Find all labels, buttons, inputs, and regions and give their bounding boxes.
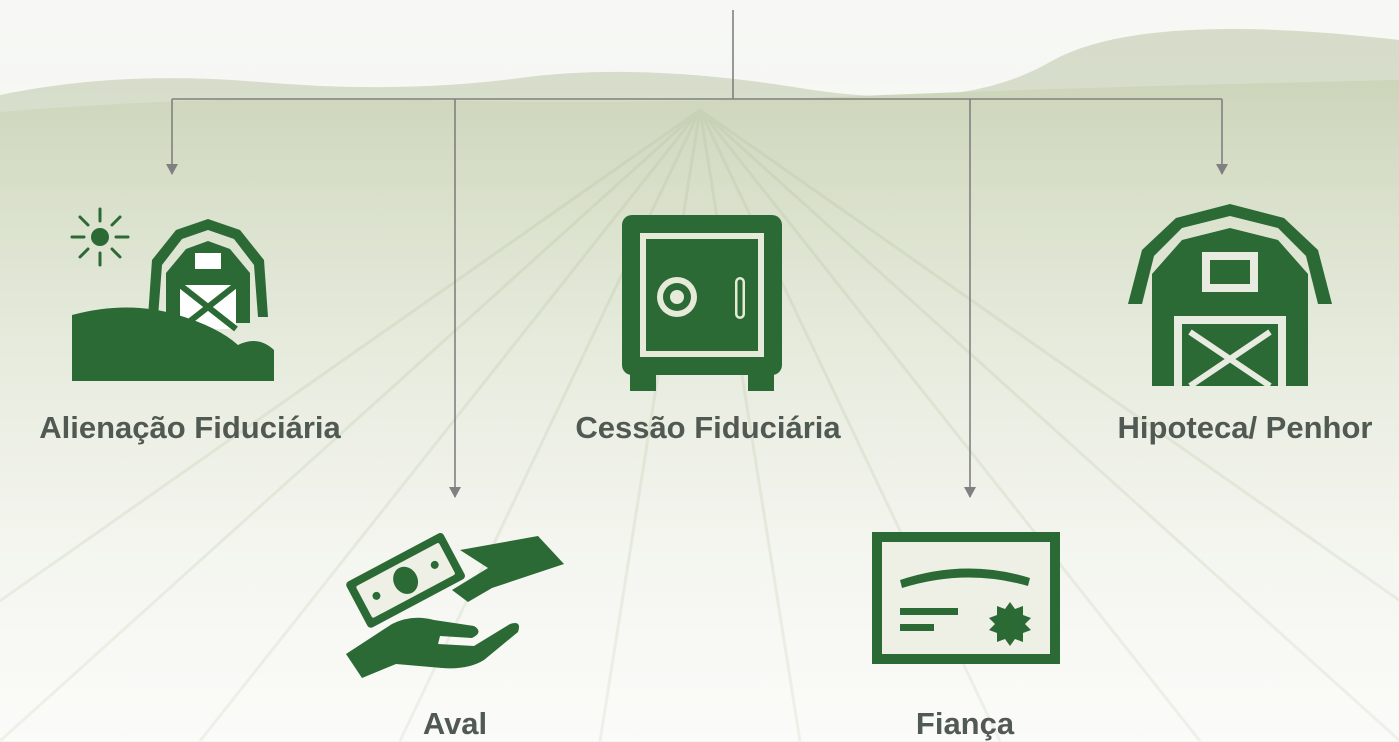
label-aval: Aval [422,706,488,741]
label-fianca: Fiança [915,706,1015,741]
safe-icon [622,215,782,391]
label-hipoteca-penhor: Hipoteca/ Penhor [1117,410,1373,445]
certificate-icon [872,532,1060,664]
farm-sun-barn-icon [70,207,274,381]
label-alienacao-fiduciaria: Alienação Fiduciária [39,410,341,445]
barn-icon [1128,204,1332,386]
label-cessao-fiduciaria: Cessão Fiduciária [575,410,841,445]
money-hands-icon [346,532,564,678]
